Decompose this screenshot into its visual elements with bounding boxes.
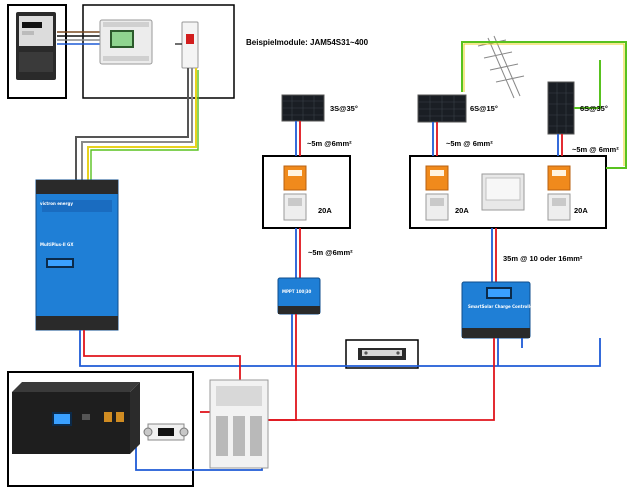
combiner-box-right bbox=[409, 155, 607, 229]
ac-supply-wires bbox=[57, 31, 100, 45]
battery bbox=[12, 382, 140, 454]
busbar bbox=[358, 348, 406, 360]
modules-label: Beispielmodule: JAM54S31~400 bbox=[246, 38, 369, 47]
enclosure-box bbox=[481, 173, 525, 211]
panel-label-3: 6S@35° bbox=[580, 104, 608, 113]
mppt-large bbox=[461, 281, 531, 339]
surge-protector-right-b bbox=[547, 165, 571, 191]
combiner-to-mppt-wires bbox=[295, 228, 497, 282]
cable-label-2: ~5m @ 6mm² bbox=[446, 139, 493, 148]
inverter-model-text: MultiPlus-II GX bbox=[40, 242, 74, 247]
solar-panel-1 bbox=[281, 94, 325, 122]
inverter-multiplus bbox=[35, 179, 119, 331]
fuse-switch bbox=[209, 379, 269, 469]
fuse-label-2: 20A bbox=[455, 206, 469, 215]
surge-protector-left bbox=[283, 165, 307, 191]
ground-wire-yellow bbox=[463, 43, 625, 166]
fuse-holder-left bbox=[283, 193, 307, 221]
surge-protector-right-a bbox=[425, 165, 449, 191]
mppt-large-text: SmartSolar Charge Controller bbox=[468, 304, 535, 309]
meter-box bbox=[7, 4, 67, 99]
cable-label-1: ~5m @6mm² bbox=[307, 139, 352, 148]
fuse-label-1: 20A bbox=[318, 206, 332, 215]
battery-fuse bbox=[143, 423, 189, 441]
panel-wires bbox=[295, 121, 563, 156]
cable-label-4: ~5m @6mm² bbox=[308, 248, 353, 257]
combiner-box-left bbox=[262, 155, 351, 229]
panel-label-1: 3S@35° bbox=[330, 104, 358, 113]
solar-panel-2 bbox=[417, 94, 467, 123]
mppt-small bbox=[277, 277, 321, 315]
busbar-box bbox=[345, 339, 419, 369]
ac-distribution-box bbox=[82, 4, 235, 99]
circuit-breaker bbox=[175, 21, 199, 69]
cable-label-3: ~5m @ 6mm² bbox=[572, 145, 619, 154]
fuse-holder-right-b bbox=[547, 193, 571, 221]
antenna-mount bbox=[477, 35, 525, 99]
solar-panel-3 bbox=[547, 81, 575, 135]
inverter-brand-text: victron energy bbox=[40, 201, 73, 206]
fuse-holder-right-a bbox=[425, 193, 449, 221]
energy-meter bbox=[16, 12, 56, 80]
cable-label-5: 35m @ 10 oder 16mm² bbox=[503, 254, 583, 263]
grid-meter-device bbox=[99, 19, 153, 65]
battery-box bbox=[7, 371, 194, 487]
mppt-small-text: MPPT 100|30 bbox=[282, 289, 312, 294]
ground-wire bbox=[461, 41, 627, 169]
panel-label-2: 6S@15° bbox=[470, 104, 498, 113]
fuse-label-3: 20A bbox=[574, 206, 588, 215]
ac-output-wires bbox=[75, 68, 199, 180]
